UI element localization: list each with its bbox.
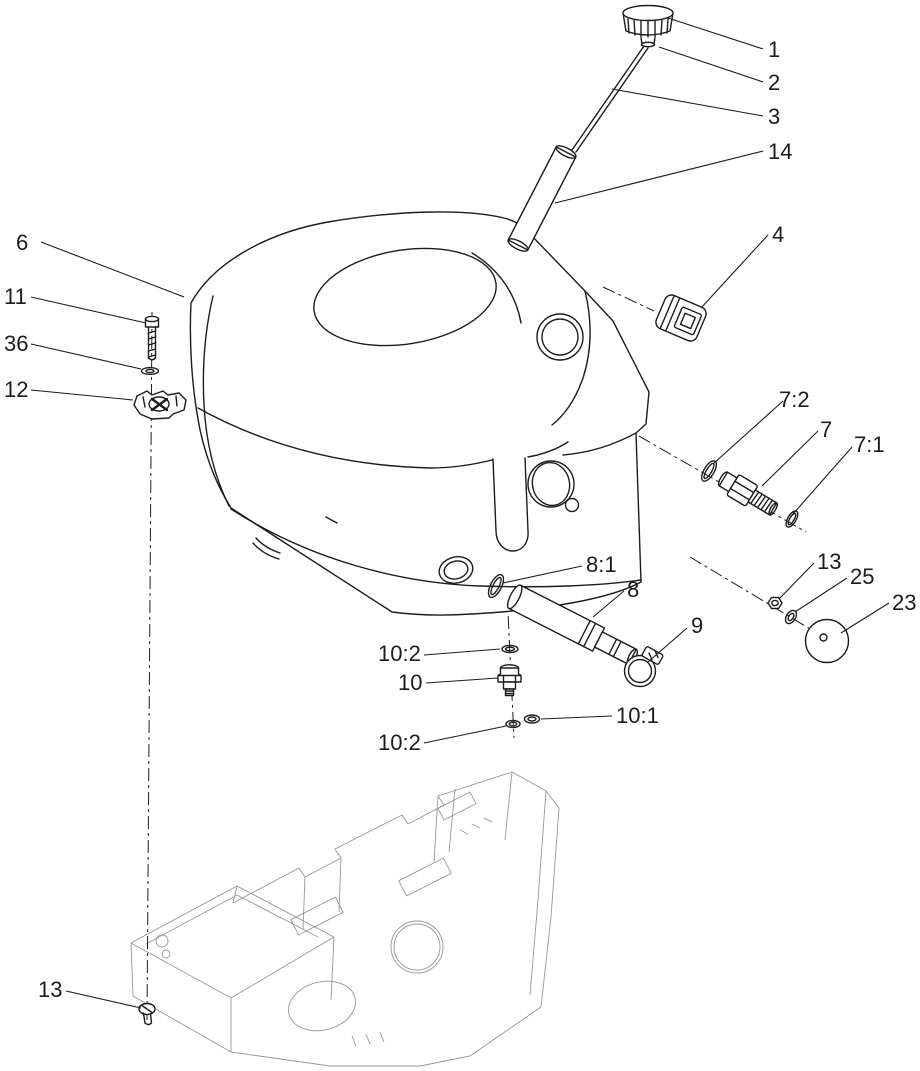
callout-13-upper: 13 <box>817 549 841 574</box>
leader-2 <box>658 46 764 83</box>
chassis-frame <box>130 771 560 1067</box>
barb-fitting-part <box>497 664 522 697</box>
callout-14: 14 <box>768 139 792 164</box>
callout-11: 11 <box>4 284 27 309</box>
callout-12: 12 <box>4 377 28 402</box>
callout-4: 4 <box>772 222 784 247</box>
o-ring-10-2-lower-part <box>505 719 521 729</box>
callout-36: 36 <box>4 331 28 356</box>
centerline-fitting-7 <box>617 423 807 533</box>
bolt-part <box>144 315 160 361</box>
callout-labels: 1 2 3 14 4 6 11 36 12 7:2 7 7:1 8:1 8 13… <box>4 37 916 1002</box>
tank-body-part <box>189 211 650 616</box>
callout-10-2-lower: 10:2 <box>378 730 421 755</box>
leader-14 <box>554 150 764 204</box>
callout-23: 23 <box>892 590 916 615</box>
callout-6: 6 <box>16 230 28 255</box>
leader-23 <box>840 602 890 634</box>
small-washer-part <box>784 609 798 625</box>
end-cap-part <box>804 618 850 664</box>
leader-36 <box>30 343 142 370</box>
callout-2: 2 <box>768 70 780 95</box>
callout-10-1: 10:1 <box>616 703 659 728</box>
callout-7: 7 <box>820 417 832 442</box>
leader-10-1 <box>540 715 613 720</box>
callout-1: 1 <box>768 37 780 62</box>
dipstick-rod-part <box>571 45 649 153</box>
callout-10: 10 <box>398 670 422 695</box>
leader-7 <box>761 430 819 487</box>
centerline-fitting-4 <box>602 286 655 312</box>
leader-10-2-upper <box>423 648 501 656</box>
leader-12 <box>30 389 134 401</box>
filler-tube-part <box>507 145 577 252</box>
clamp-bracket-part <box>133 390 187 420</box>
leader-8-1 <box>502 565 583 584</box>
o-ring-10-2-upper-part <box>501 644 519 654</box>
leader-6 <box>40 241 185 298</box>
leader-4 <box>700 234 769 309</box>
elbow-fitting-part <box>655 294 707 342</box>
hose-fitting-part <box>717 471 779 516</box>
callout-9: 9 <box>691 613 703 638</box>
suction-tube-part <box>506 584 639 666</box>
o-ring-7-1-part <box>785 510 799 528</box>
leader-1 <box>667 17 764 50</box>
callout-10-2-upper: 10:2 <box>378 641 421 666</box>
o-ring-10-1-part <box>523 714 541 724</box>
mount-screw-part <box>138 1002 156 1026</box>
callout-25: 25 <box>850 564 874 589</box>
leader-10-2-lower <box>423 725 507 744</box>
o-ring-8-1-part <box>487 573 505 599</box>
leader-lines <box>30 17 890 1009</box>
callout-3: 3 <box>768 104 780 129</box>
leader-25 <box>794 577 848 613</box>
nut-part <box>767 596 783 610</box>
washer-part <box>140 366 160 376</box>
centerline-clamp-axis <box>146 311 153 1021</box>
callout-7-2: 7:2 <box>779 387 810 412</box>
leader-7-2 <box>712 400 784 465</box>
o-ring-7-2-part <box>700 460 718 482</box>
callout-8-1: 8:1 <box>586 552 617 577</box>
leader-3 <box>611 88 764 117</box>
leader-7-1 <box>792 446 853 515</box>
leader-8 <box>592 590 625 618</box>
filler-cap-part <box>622 4 674 48</box>
callout-13-lower: 13 <box>38 977 62 1002</box>
callout-8: 8 <box>627 577 639 602</box>
leader-13-lower <box>65 990 142 1009</box>
leader-13-upper <box>778 562 815 600</box>
leader-10 <box>425 677 499 684</box>
leader-9 <box>647 627 688 663</box>
leader-11 <box>30 296 147 324</box>
callout-7-1: 7:1 <box>854 432 885 457</box>
